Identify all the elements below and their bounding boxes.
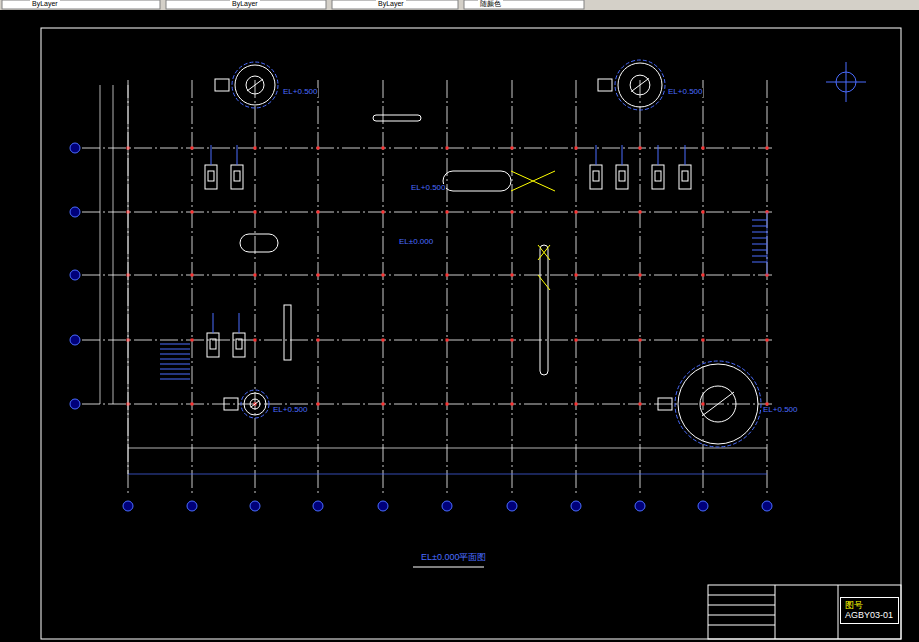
- axis-bubble: [70, 335, 80, 345]
- pump-symbol: [590, 145, 602, 189]
- toolbar-text: ByLayer: [230, 0, 260, 8]
- axis-bubble: [70, 143, 80, 153]
- pump-symbol: [233, 313, 245, 357]
- vessel-symbol: [240, 115, 555, 375]
- axis-bubble: [70, 270, 80, 280]
- drawing-frame: [41, 28, 901, 639]
- north-arrow: [826, 62, 866, 102]
- tank-symbol: [598, 60, 665, 110]
- axis-bubble: [70, 207, 80, 217]
- toolbar-field: [464, 0, 584, 9]
- axis-bubble: [123, 501, 133, 511]
- caption-underline: [413, 567, 484, 568]
- axis-grid: [70, 80, 772, 511]
- elevation-label: EL+0.500: [410, 184, 446, 193]
- axis-bubble: [762, 501, 772, 511]
- axis-bubble: [507, 501, 517, 511]
- axis-bubble: [313, 501, 323, 511]
- pump-symbol: [652, 145, 664, 189]
- pump-symbol: [207, 313, 219, 357]
- axis-bubble: [187, 501, 197, 511]
- dimension-lines: [100, 85, 767, 474]
- pump-symbol: [616, 145, 628, 189]
- pump-symbol: [679, 145, 691, 189]
- pump-symbol: [231, 145, 243, 189]
- toolbar-field: [2, 0, 160, 9]
- elevation-label: EL+0.500: [272, 406, 308, 415]
- cell-heading: 图号: [845, 600, 894, 610]
- drawing-caption: EL±0.000平面图: [420, 553, 487, 563]
- toolbar-field: [332, 0, 458, 9]
- axis-bubble: [571, 501, 581, 511]
- pump-symbol: [205, 145, 217, 189]
- title-block: [708, 585, 901, 639]
- toolbar-text: ByLayer: [376, 0, 406, 8]
- drawing-number-cell: 图号AGBY03-01: [840, 597, 899, 624]
- tank-symbol: [215, 62, 278, 108]
- drawing-number: AGBY03-01: [845, 610, 894, 620]
- axis-bubble: [698, 501, 708, 511]
- axis-bubble: [70, 399, 80, 409]
- elevation-label: EL+0.500: [667, 88, 703, 97]
- stair-symbol: [160, 220, 767, 379]
- axis-bubble: [250, 501, 260, 511]
- toolbar: [0, 0, 919, 10]
- tank-symbol: [224, 390, 269, 418]
- toolbar-text: ByLayer: [30, 0, 60, 8]
- axis-bubble: [442, 501, 452, 511]
- toolbar-field: [166, 0, 326, 9]
- elevation-label: EL+0.500: [762, 406, 798, 415]
- axis-bubble: [378, 501, 388, 511]
- axis-bubble: [635, 501, 645, 511]
- toolbar-text: 随颜色: [478, 0, 503, 8]
- elevation-label: EL+0.500: [282, 88, 318, 97]
- tank-symbol: [658, 361, 761, 447]
- elevation-label: EL±0.000: [398, 238, 434, 247]
